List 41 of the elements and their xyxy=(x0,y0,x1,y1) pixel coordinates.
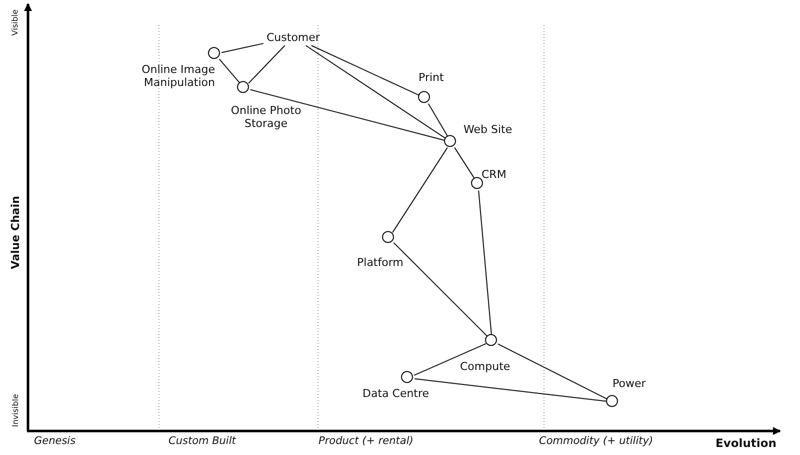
connector-line xyxy=(310,45,420,96)
component-circle xyxy=(237,81,250,94)
component-label: Online Photo Storage xyxy=(230,104,302,130)
stage-label: Commodity (+ utility) xyxy=(539,434,654,448)
component-label: Online Image Manipulation xyxy=(140,63,215,89)
connector-line xyxy=(414,378,607,402)
connector-line xyxy=(478,190,492,335)
component-circle xyxy=(606,395,618,408)
component-circle xyxy=(418,91,430,104)
component-label: Data Centre xyxy=(362,386,430,400)
connector-line xyxy=(305,45,446,139)
axis-title: Evolution xyxy=(716,436,776,450)
connector-line xyxy=(248,45,286,84)
component-label: Platform xyxy=(357,256,404,268)
axis-label: Visible xyxy=(10,8,21,36)
component-label: Print xyxy=(418,70,444,84)
component-circle xyxy=(471,177,484,190)
component-circle xyxy=(208,47,220,60)
component-label: Customer xyxy=(266,30,320,44)
axis-title: Value Chain xyxy=(8,195,22,269)
axis-label: Invisible xyxy=(10,394,20,426)
stage-label: Product (+ rental) xyxy=(318,434,414,448)
component-circle xyxy=(485,334,498,346)
connector-line xyxy=(220,42,264,54)
component-label: Compute xyxy=(460,360,510,372)
component-circle xyxy=(401,371,414,384)
component-circle xyxy=(382,231,394,244)
connector-line xyxy=(428,103,448,137)
connector-line xyxy=(393,242,488,337)
connector-line xyxy=(454,147,475,179)
stage-label: Genesis xyxy=(34,434,76,448)
stage-label: Custom Built xyxy=(168,434,236,448)
connector-line xyxy=(414,343,486,376)
connector-line xyxy=(218,58,240,84)
connector-line xyxy=(392,147,448,233)
component-circle xyxy=(444,135,456,148)
connector-line xyxy=(250,89,446,141)
component-label: Power xyxy=(612,376,646,390)
component-label: CRM xyxy=(482,168,506,180)
component-label: Web Site xyxy=(464,122,512,136)
connector-line xyxy=(497,343,608,400)
